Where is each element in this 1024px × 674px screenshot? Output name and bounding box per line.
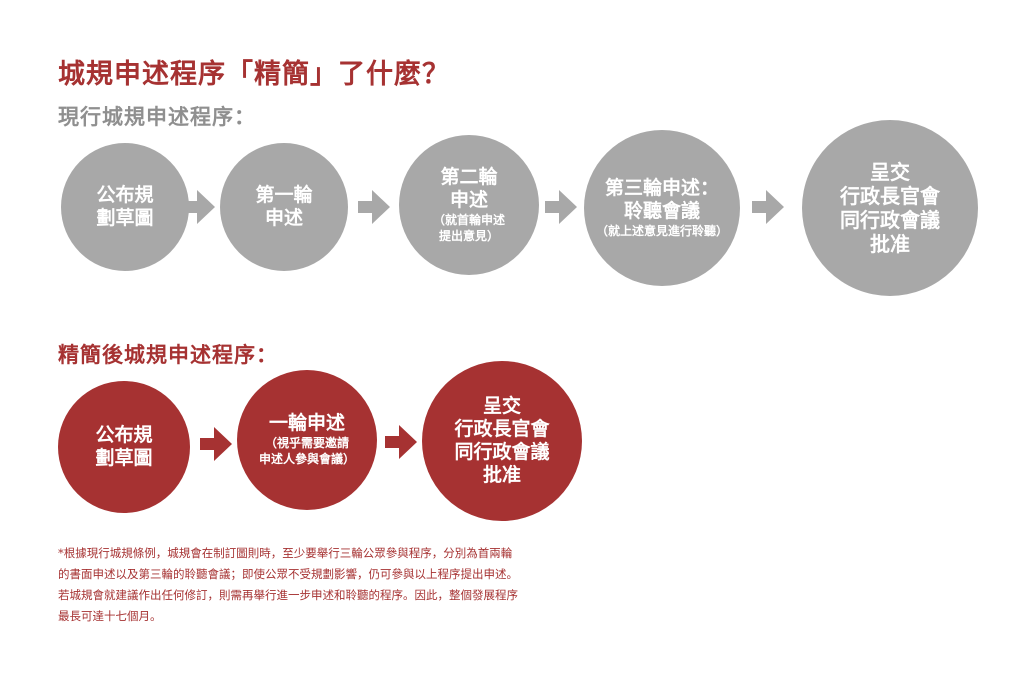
step-label: 公布規 劃草圖 bbox=[96, 184, 154, 229]
page-title: 城規申述程序「精簡」了什麼？ bbox=[58, 59, 450, 90]
step-label: 第一輪 申述 bbox=[255, 184, 313, 229]
simplified-step-3: 呈交 行政長官會 同行政會議 批准 bbox=[422, 361, 582, 521]
arrow-right-icon bbox=[752, 190, 784, 224]
current-process-heading: 現行城規申述程序： bbox=[58, 105, 256, 129]
arrow-right-icon bbox=[183, 190, 215, 224]
simplified-step-2: 一輪申述 （視乎需要邀請 申述人參與會議） bbox=[237, 370, 377, 510]
current-step-1: 公布規 劃草圖 bbox=[61, 143, 189, 271]
step-label: 呈交 行政長官會 同行政會議 批准 bbox=[840, 160, 940, 256]
step-label: 公布規 劃草圖 bbox=[95, 424, 153, 469]
simplified-step-1: 公布規 劃草圖 bbox=[58, 381, 190, 513]
step-note: （就上述意見進行聆聽） bbox=[595, 223, 728, 238]
step-note: （視乎需要邀請 申述人參與會議） bbox=[258, 436, 355, 467]
step-label: 第三輪申述： 聆聽會議 bbox=[604, 177, 719, 222]
step-label: 第二輪 申述 bbox=[440, 166, 498, 211]
arrow-right-icon bbox=[200, 427, 232, 461]
step-label: 呈交 行政長官會 同行政會議 批准 bbox=[454, 395, 550, 486]
current-step-5: 呈交 行政長官會 同行政會議 批准 bbox=[802, 120, 978, 296]
current-step-2: 第一輪 申述 bbox=[220, 143, 348, 271]
simplified-process-heading: 精簡後城規申述程序： bbox=[58, 343, 278, 367]
current-step-3: 第二輪 申述 （就首輪申述 提出意見） bbox=[399, 135, 539, 275]
arrow-right-icon bbox=[385, 425, 417, 459]
current-step-4: 第三輪申述： 聆聽會議 （就上述意見進行聆聽） bbox=[584, 130, 740, 286]
step-note: （就首輪申述 提出意見） bbox=[432, 212, 505, 243]
footnote: *根據現行城規條例，城規會在制訂圖則時，至少要舉行三輪公眾參與程序，分別為首兩輪… bbox=[58, 546, 518, 623]
arrow-right-icon bbox=[545, 190, 577, 224]
step-label: 一輪申述 bbox=[268, 412, 345, 435]
arrow-right-icon bbox=[358, 190, 390, 224]
